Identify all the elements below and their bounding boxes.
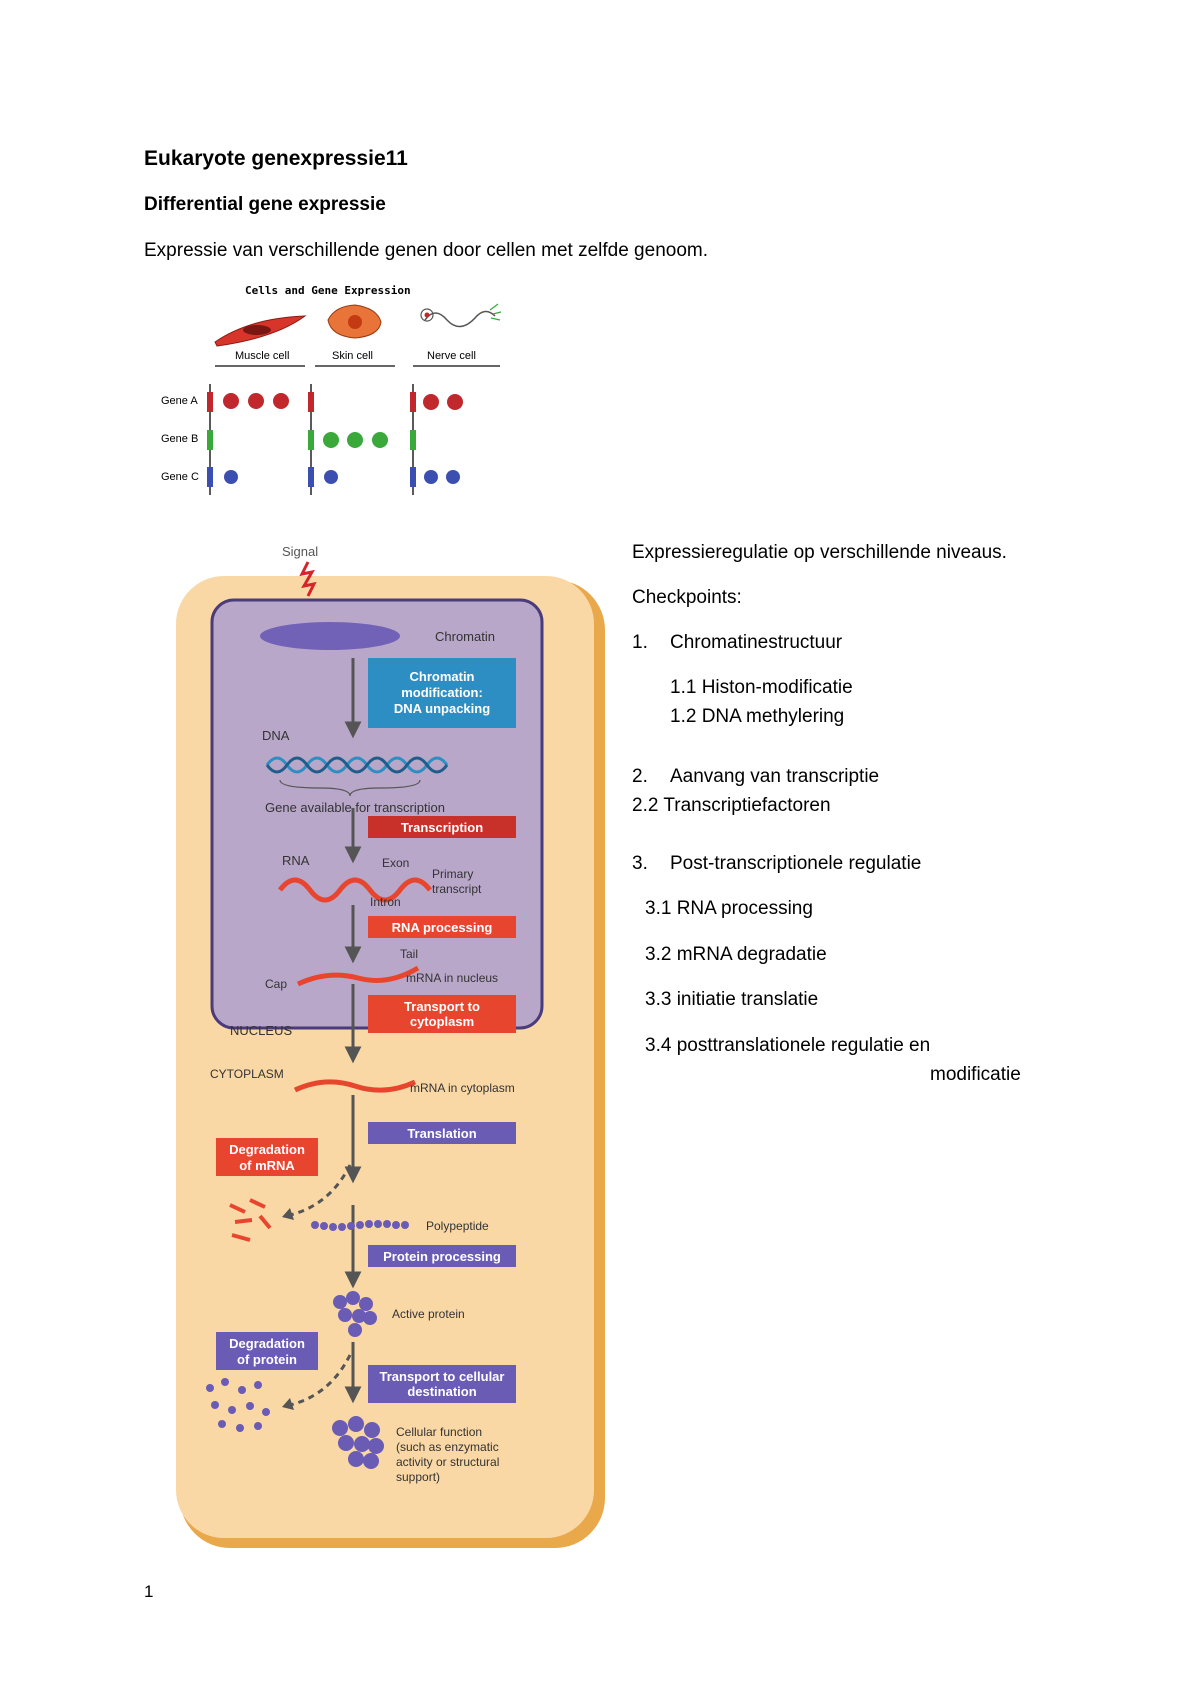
transport-cytoplasm-box: [368, 995, 516, 1033]
active-protein-cluster: [333, 1291, 377, 1337]
section-heading: Differential gene expressie: [144, 194, 386, 215]
degradation-mrna-line1: Degradation: [229, 1142, 305, 1157]
tail-label: Tail: [400, 947, 418, 961]
chromatin-mod-line1: Chromatin: [410, 669, 475, 684]
transport-destination-line2: destination: [407, 1384, 476, 1399]
transcription-box: [368, 816, 516, 838]
protein-processing-label: Protein processing: [383, 1249, 501, 1264]
active-protein-label: Active protein: [392, 1307, 465, 1321]
list-text: Aanvang van transcriptie: [670, 766, 880, 787]
list-item: 3.2 mRNA degradatie: [645, 944, 827, 965]
intro-paragraph: Expressie van verschillende genen door c…: [144, 240, 708, 261]
rna-strand: [278, 877, 432, 903]
chromatin-mod-line2: modification:: [401, 685, 483, 700]
transport-destination-box: [368, 1365, 516, 1403]
chromatin-blob: [260, 622, 400, 650]
mrna-nucleus-strand: [296, 965, 420, 987]
skin-cell-picture: [327, 304, 382, 339]
cell-label-muscle: Muscle cell: [235, 350, 289, 362]
list-item: 1. Chromatinestructuur: [632, 632, 842, 654]
cell-label-skin: Skin cell: [332, 350, 373, 362]
gene-a-proteins: [223, 393, 463, 410]
intron-label: Intron: [370, 895, 401, 909]
transport-destination-line1: Transport to cellular: [380, 1369, 505, 1384]
rna-processing-box: [368, 916, 516, 938]
list-item-continuation: modificatie: [930, 1064, 1021, 1085]
cells-gene-expression-figure: Cells and Gene Expression Muscle cell Sk…: [161, 284, 502, 495]
list-item: 1.1 Histon-modificatie: [670, 677, 853, 698]
list-item: 3.4 posttranslationele regulatie en: [645, 1035, 931, 1056]
translation-label: Translation: [407, 1126, 476, 1141]
list-item: 2.2 Transcriptiefactoren: [632, 795, 831, 816]
gene-label-b: Gene B: [161, 433, 198, 445]
transcription-label: Transcription: [401, 820, 483, 835]
cellular-function-line3: activity or structural: [396, 1455, 499, 1469]
list-item: 3. Post-transcriptionele regulatie: [632, 853, 921, 875]
cap-label: Cap: [265, 977, 287, 991]
signal-label: Signal: [282, 544, 318, 559]
cytoplasm-label: CYTOPLASM: [210, 1067, 284, 1081]
degradation-mrna-box: [216, 1138, 318, 1176]
rna-label: RNA: [282, 853, 310, 868]
page-number: 1: [144, 1582, 154, 1601]
nucleus-label: NUCLEUS: [230, 1023, 292, 1038]
cell-label-nerve: Nerve cell: [427, 350, 476, 362]
degradation-protein-box: [216, 1332, 318, 1370]
gene-b-proteins: [323, 432, 388, 448]
primary-transcript-line1: Primary: [432, 867, 473, 881]
dna-label: DNA: [262, 728, 290, 743]
checkpoints-label: Checkpoints:: [632, 587, 742, 608]
list-number: 2.: [632, 766, 648, 787]
mrna-fragments: [229, 1198, 272, 1242]
expression-regulation-line: Expressieregulatie op verschillende nive…: [632, 542, 1007, 563]
list-text: Chromatinestructuur: [670, 632, 843, 653]
mrna-cytoplasm-strand: [293, 1079, 417, 1093]
rna-processing-label: RNA processing: [392, 920, 493, 935]
mrna-nucleus-label: mRNA in nucleus: [406, 971, 498, 985]
degradation-mrna-line2: of mRNA: [239, 1158, 295, 1173]
mrna-cytoplasm-label: mRNA in cytoplasm: [410, 1081, 515, 1095]
gene-c-proteins: [224, 470, 460, 484]
figure1-title: Cells and Gene Expression: [245, 284, 411, 297]
list-number: 1.: [632, 632, 648, 653]
list-text: Post-transcriptionele regulatie: [670, 853, 922, 874]
degradation-protein-line2: of protein: [237, 1352, 297, 1367]
chromatin-label: Chromatin: [435, 629, 495, 644]
functional-protein-cluster: [332, 1416, 384, 1469]
gene-label-c: Gene C: [161, 471, 199, 483]
list-number: 3.: [632, 853, 648, 874]
chromatin-mod-line3: DNA unpacking: [394, 701, 490, 716]
protein-fragments: [206, 1378, 270, 1432]
gene-available-label: Gene available for transcription: [265, 800, 445, 815]
list-item: 3.3 initiatie translatie: [645, 989, 819, 1010]
list-item: 1.2 DNA methylering: [670, 706, 845, 727]
polypeptide-label: Polypeptide: [426, 1219, 489, 1233]
chromatin-modification-box: [368, 658, 516, 728]
protein-processing-box: [368, 1245, 516, 1267]
list-item: 2. Aanvang van transcriptie: [632, 766, 879, 788]
list-item: 3.1 RNA processing: [645, 898, 813, 919]
cellular-function-line4: support): [396, 1470, 440, 1484]
dna-helix: [265, 756, 449, 774]
transport-cytoplasm-line1: Transport to: [404, 999, 480, 1014]
degradation-protein-line1: Degradation: [229, 1336, 305, 1351]
gene-label-a: Gene A: [161, 395, 198, 407]
cellular-function-line2: (such as enzymatic: [396, 1440, 499, 1454]
primary-transcript-line2: transcript: [432, 882, 482, 896]
nerve-cell-picture: [420, 303, 502, 328]
cellular-function-line1: Cellular function: [396, 1425, 482, 1439]
page-title: Eukaryote genexpressie11: [144, 147, 408, 170]
exon-label: Exon: [382, 856, 409, 870]
transport-cytoplasm-line2: cytoplasm: [410, 1014, 474, 1029]
translation-box: [368, 1122, 516, 1144]
muscle-cell-picture: [214, 315, 307, 347]
gene-expression-regulation-figure: Signal Chromatin Chromatin modification:…: [176, 544, 605, 1548]
polypeptide-chain: [311, 1220, 409, 1231]
